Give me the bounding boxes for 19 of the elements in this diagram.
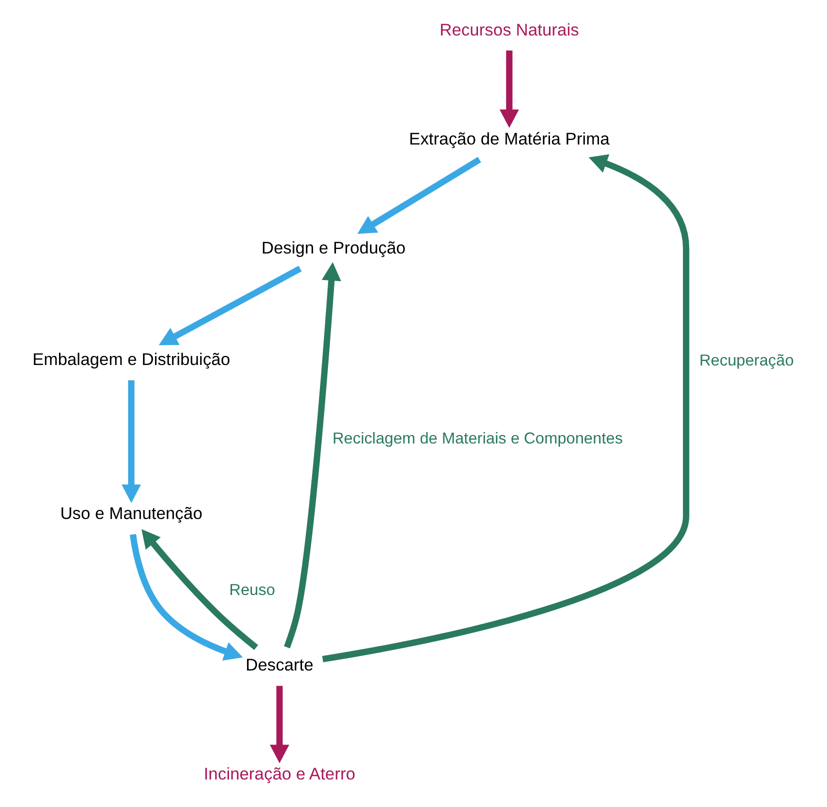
node-text: Recursos Naturais [439, 20, 578, 40]
node-text: Incineração e Aterro [203, 764, 355, 784]
node-text: Design e Produção [261, 238, 406, 258]
node-text: Embalagem e Distribuição [32, 350, 230, 370]
arrow [269, 686, 289, 764]
arrow [129, 534, 242, 661]
edge-label: Reciclagem de Materiais e Componentes [332, 430, 622, 448]
arrow [121, 380, 140, 503]
arrow [499, 50, 518, 128]
arrow [356, 156, 481, 234]
arrow [283, 262, 341, 648]
arrow [322, 154, 689, 662]
edge-label: Reuso [228, 582, 275, 600]
edge-label: Recuperação [698, 352, 794, 370]
node-text: Extração de Matéria Prima [408, 129, 610, 148]
node-text: Descarte [245, 656, 313, 675]
node-text: Uso e Manutenção [60, 504, 202, 524]
arrow [158, 266, 302, 346]
arrow [140, 529, 258, 650]
